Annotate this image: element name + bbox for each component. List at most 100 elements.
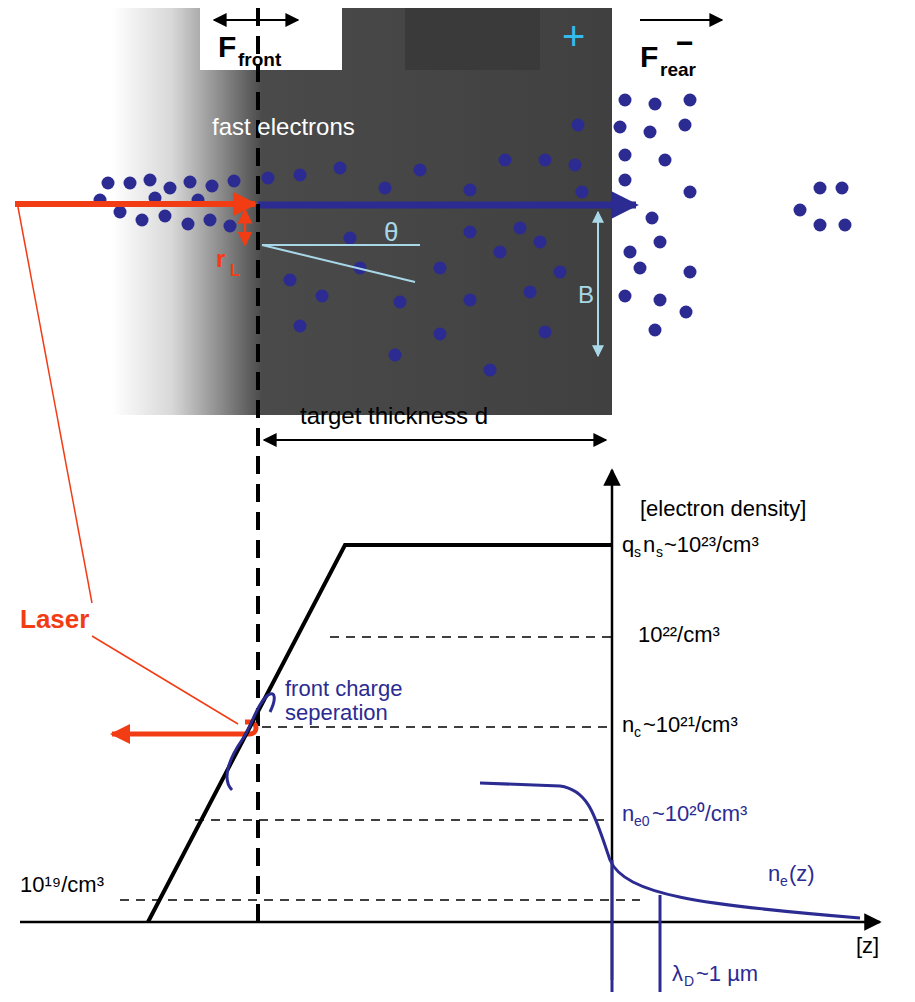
electron-dot	[619, 149, 632, 162]
electron-dot	[624, 246, 637, 259]
electron-dot	[554, 266, 567, 279]
electron-dot	[102, 177, 115, 190]
curve-label: n	[768, 862, 780, 886]
level-label: 10¹⁹/cm³	[20, 873, 104, 897]
electron-dot	[316, 290, 329, 303]
electron-dot	[679, 119, 692, 132]
level-label: n	[622, 802, 634, 826]
electron-dot	[619, 290, 632, 303]
electron-dot	[614, 121, 627, 134]
thickness-label: target thickness d	[300, 403, 488, 429]
electron-dot	[836, 182, 849, 195]
electron-dot	[224, 220, 237, 233]
electron-dot	[524, 286, 537, 299]
electron-dot	[204, 214, 217, 227]
electron-dot	[464, 294, 477, 307]
rear-force-arrow	[640, 19, 722, 21]
level-label: n	[622, 713, 634, 737]
spot-radius-arrow	[244, 210, 247, 245]
target	[112, 8, 612, 415]
electron-dot	[619, 94, 632, 107]
electron-dots	[94, 94, 852, 377]
curve-label: (z)	[789, 862, 815, 886]
electron-dot	[539, 154, 552, 167]
rear-density-curve	[480, 783, 860, 918]
electron-dot	[262, 172, 275, 185]
electron-dot	[164, 182, 177, 195]
electron-dot	[434, 262, 447, 275]
electron-dot	[680, 306, 693, 319]
electron-dot	[576, 186, 589, 199]
electron-dot	[184, 176, 197, 189]
electron-dot	[619, 174, 632, 187]
axis-label: [z]	[856, 934, 879, 958]
laser-arrow	[15, 201, 255, 207]
level-subscript: s	[656, 545, 663, 560]
density-profile	[148, 545, 612, 922]
electron-dot	[114, 206, 127, 219]
electron-dot	[684, 266, 697, 279]
electron-beam-arrow	[258, 202, 636, 209]
front-surface-line	[256, 8, 260, 922]
electron-dot	[464, 184, 477, 197]
electron-dot	[206, 180, 219, 193]
leader-line	[92, 636, 238, 724]
electron-dot	[644, 126, 657, 139]
curve-subscript: e	[780, 874, 788, 889]
electron-dot	[649, 324, 662, 337]
electron-dot	[569, 159, 582, 172]
beam-label: fast electrons	[212, 114, 355, 140]
electron-dot	[124, 177, 137, 190]
electron-dot	[344, 232, 357, 245]
debye-label: ~1 µm	[696, 962, 758, 986]
electron-dot	[646, 212, 659, 225]
electron-dot	[494, 246, 507, 259]
level-label: q	[622, 533, 634, 557]
region-label: front charge seperation	[285, 677, 445, 725]
level-line	[120, 899, 640, 901]
level-label: ~10²³/cm³	[664, 533, 759, 557]
reflected-laser	[112, 722, 256, 734]
angle-line	[262, 245, 415, 282]
charge-sign: −	[676, 26, 694, 59]
electron-dot	[814, 182, 827, 195]
electron-dot	[539, 326, 552, 339]
electron-dot	[649, 98, 662, 111]
field-arrow	[597, 212, 599, 356]
electron-dot	[684, 94, 697, 107]
field-label: B	[578, 282, 594, 308]
radius-label: r	[216, 246, 225, 272]
force-subscript: rear	[660, 60, 696, 81]
electron-dot	[654, 294, 667, 307]
angle-label: θ	[384, 218, 398, 247]
electron-dot	[389, 349, 402, 362]
electron-dot	[284, 274, 297, 287]
level-label: ~10²⁰/cm³	[652, 802, 747, 826]
level-label: ~10²¹/cm³	[643, 713, 738, 737]
debye-marker	[611, 860, 614, 992]
electron-dot	[814, 219, 827, 232]
electron-dot	[182, 218, 195, 231]
electron-dot	[659, 154, 672, 167]
charge-separation-curve	[227, 694, 274, 790]
electron-dot	[534, 236, 547, 249]
electron-dot	[434, 328, 447, 341]
debye-marker	[659, 895, 662, 992]
electron-dot	[634, 262, 647, 275]
radius-subscript: L	[230, 262, 240, 280]
label-patch	[200, 8, 342, 70]
debye-subscript: D	[684, 974, 694, 989]
laser-label: Laser	[20, 605, 89, 634]
electron-dot	[572, 119, 585, 132]
level-label: 10²²/cm³	[638, 623, 720, 647]
electron-dot	[514, 222, 527, 235]
level-subscript: s	[634, 545, 641, 560]
level-line	[262, 726, 612, 728]
leader-line	[18, 207, 92, 603]
electron-dot	[294, 320, 307, 333]
electron-dot	[228, 175, 241, 188]
debye-label: λ	[672, 962, 683, 986]
electron-dot	[464, 226, 477, 239]
electron-dot	[144, 174, 157, 187]
electron-dot	[654, 236, 667, 249]
